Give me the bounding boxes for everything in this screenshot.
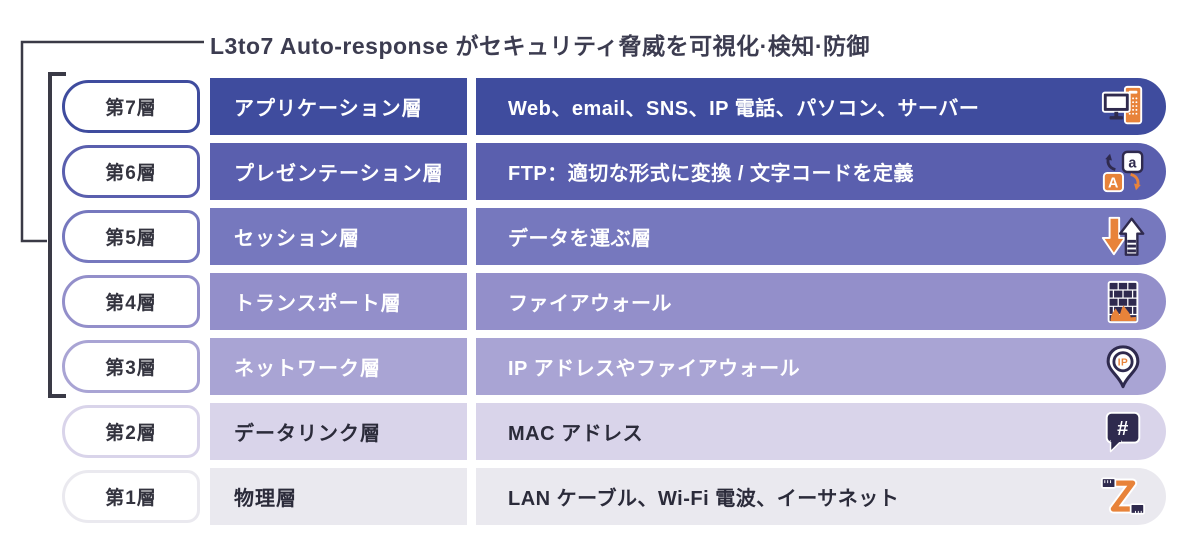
layer-badge-label: 第2層	[105, 423, 157, 444]
layer-description-box: IP アドレスやファイアウォール IP	[476, 338, 1166, 395]
layer-name: アプリケーション層	[210, 78, 467, 135]
layer-row-3: 第3層 ネットワーク層 IP アドレスやファイアウォール IP	[62, 338, 1166, 395]
svg-text:IP: IP	[1118, 357, 1128, 368]
firewall-icon	[1100, 279, 1146, 325]
svg-text:A: A	[1108, 175, 1119, 191]
svg-text:#: #	[1117, 417, 1129, 439]
layer-description: LAN ケーブル、Wi-Fi 電波、イーサネット	[508, 488, 900, 510]
layer-description-box: LAN ケーブル、Wi-Fi 電波、イーサネット	[476, 468, 1166, 525]
layer-badge: 第1層	[62, 470, 200, 523]
layer-badge: 第4層	[62, 275, 200, 328]
layer-name: プレゼンテーション層	[210, 143, 467, 200]
layer-description-box: FTP：適切な形式に変換 / 文字コードを定義 a A	[476, 143, 1166, 200]
ip-pin-icon: IP	[1100, 344, 1146, 390]
layer-badge-label: 第5層	[105, 228, 157, 249]
layer-description: ファイアウォール	[508, 293, 672, 315]
translate-icon: a A	[1100, 149, 1146, 195]
layer-description-box: ファイアウォール	[476, 273, 1166, 330]
layer-badge-label: 第7層	[105, 98, 157, 119]
layer-row-5: 第5層 セッション層 データを運ぶ層	[62, 208, 1166, 265]
layer-description: MAC アドレス	[508, 423, 644, 445]
layer-description: Web、email、SNS、IP 電話、パソコン、サーバー	[508, 98, 980, 120]
layer-name: 物理層	[210, 468, 467, 525]
layer-description: FTP：適切な形式に変換 / 文字コードを定義	[508, 163, 914, 185]
layer-badge-label: 第4層	[105, 293, 157, 314]
layer-name: セッション層	[210, 208, 467, 265]
layer-row-1: 第1層 物理層 LAN ケーブル、Wi-Fi 電波、イーサネット	[62, 468, 1166, 525]
svg-text:a: a	[1128, 155, 1137, 171]
layer-badge: 第2層	[62, 405, 200, 458]
layer-name: データリンク層	[210, 403, 467, 460]
layer-rows: 第7層 アプリケーション層 Web、email、SNS、IP 電話、パソコン、サ…	[62, 78, 1166, 525]
layer-row-2: 第2層 データリンク層 MAC アドレス #	[62, 403, 1166, 460]
layer-row-4: 第4層 トランスポート層 ファイアウォール	[62, 273, 1166, 330]
layer-badge-label: 第6層	[105, 163, 157, 184]
layer-name: トランスポート層	[210, 273, 467, 330]
page-title: L3to7 Auto-response がセキュリティ脅威を可視化·検知·防御	[210, 33, 870, 59]
layer-description-box: Web、email、SNS、IP 電話、パソコン、サーバー	[476, 78, 1166, 135]
layer-row-7: 第7層 アプリケーション層 Web、email、SNS、IP 電話、パソコン、サ…	[62, 78, 1166, 135]
layer-badge: 第7層	[62, 80, 200, 133]
layer-description-box: MAC アドレス #	[476, 403, 1166, 460]
layer-badge-label: 第3層	[105, 358, 157, 379]
updown-arrows-icon	[1100, 214, 1146, 260]
lan-cable-icon	[1100, 474, 1146, 520]
layer-badge-label: 第1層	[105, 488, 157, 509]
layer-badge: 第5層	[62, 210, 200, 263]
layer-name: ネットワーク層	[210, 338, 467, 395]
layer-description-box: データを運ぶ層	[476, 208, 1166, 265]
layer-description: IP アドレスやファイアウォール	[508, 358, 801, 380]
layer-description: データを運ぶ層	[508, 228, 652, 250]
layer-row-6: 第6層 プレゼンテーション層 FTP：適切な形式に変換 / 文字コードを定義 a…	[62, 143, 1166, 200]
hash-bubble-icon: #	[1100, 409, 1146, 455]
monitor-server-icon	[1100, 84, 1146, 130]
layer-badge: 第6層	[62, 145, 200, 198]
layer-badge: 第3層	[62, 340, 200, 393]
